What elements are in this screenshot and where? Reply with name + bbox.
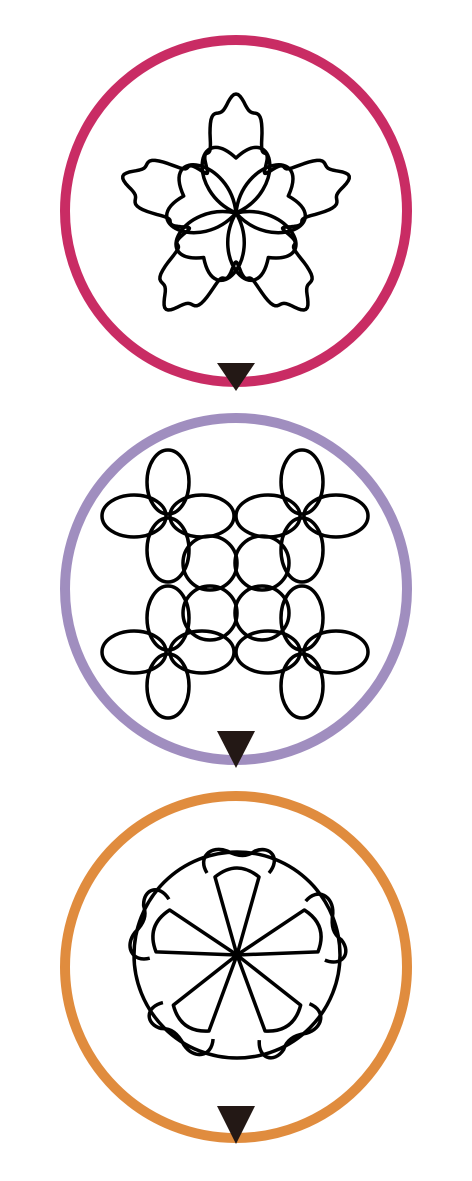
- rim-curl: [201, 847, 276, 875]
- loop: [168, 629, 236, 675]
- stage-3-ring: [60, 791, 412, 1143]
- flower-petals: [165, 145, 307, 283]
- stage-1: [60, 35, 412, 391]
- loop: [145, 584, 191, 652]
- loop: [234, 493, 302, 539]
- flower-petal: [165, 163, 238, 235]
- spoke: [235, 953, 303, 1033]
- loop: [233, 584, 291, 642]
- stage-2-ring: [60, 413, 412, 765]
- loop: [279, 516, 325, 584]
- loop: [302, 493, 370, 539]
- loop: [279, 584, 325, 652]
- loop: [168, 493, 236, 539]
- spoke: [213, 866, 261, 957]
- triangle-down-icon: [217, 363, 255, 391]
- loop: [181, 534, 239, 592]
- stage-1-pattern: [121, 92, 351, 312]
- rosette-arm: [201, 847, 276, 957]
- stage-3-pattern: [128, 847, 348, 1060]
- loop: [100, 493, 168, 539]
- spoke: [235, 908, 323, 957]
- flower-petal: [234, 163, 307, 235]
- loop: [181, 584, 239, 642]
- loop: [145, 516, 191, 584]
- loop: [234, 629, 302, 675]
- rim-curl: [128, 888, 171, 961]
- spoke: [171, 953, 239, 1033]
- rim-curl: [147, 1000, 215, 1057]
- stage-3: [60, 791, 412, 1144]
- loop: [279, 448, 325, 516]
- flower-petal: [200, 145, 272, 215]
- center-circles: [181, 534, 291, 642]
- loop: [279, 652, 325, 720]
- rosette-arm: [235, 953, 323, 1060]
- triangle-down-icon: [217, 731, 255, 768]
- rosette-arm: [235, 892, 348, 964]
- rosette-arm: [147, 953, 239, 1057]
- rosette-arms: [128, 847, 348, 1060]
- loop: [100, 629, 168, 675]
- rosette-arm: [128, 888, 239, 961]
- stage-2-pattern: [100, 448, 370, 720]
- stage-2: [60, 413, 412, 768]
- loop: [233, 534, 291, 592]
- flower-petal: [174, 209, 246, 283]
- wavy-star-outline: [121, 92, 351, 312]
- flower-petal: [226, 209, 298, 283]
- loop: [302, 629, 370, 675]
- loop: [145, 652, 191, 720]
- rim-curl: [304, 892, 348, 964]
- clover-top-right: [234, 448, 370, 584]
- clover-bottom-left: [100, 584, 236, 720]
- loop: [145, 448, 191, 516]
- triangle-down-icon: [217, 1106, 255, 1144]
- clover-bottom-right: [234, 584, 370, 720]
- rim-curl: [257, 1002, 323, 1060]
- spoke: [151, 908, 239, 957]
- clover-top-left: [100, 448, 236, 584]
